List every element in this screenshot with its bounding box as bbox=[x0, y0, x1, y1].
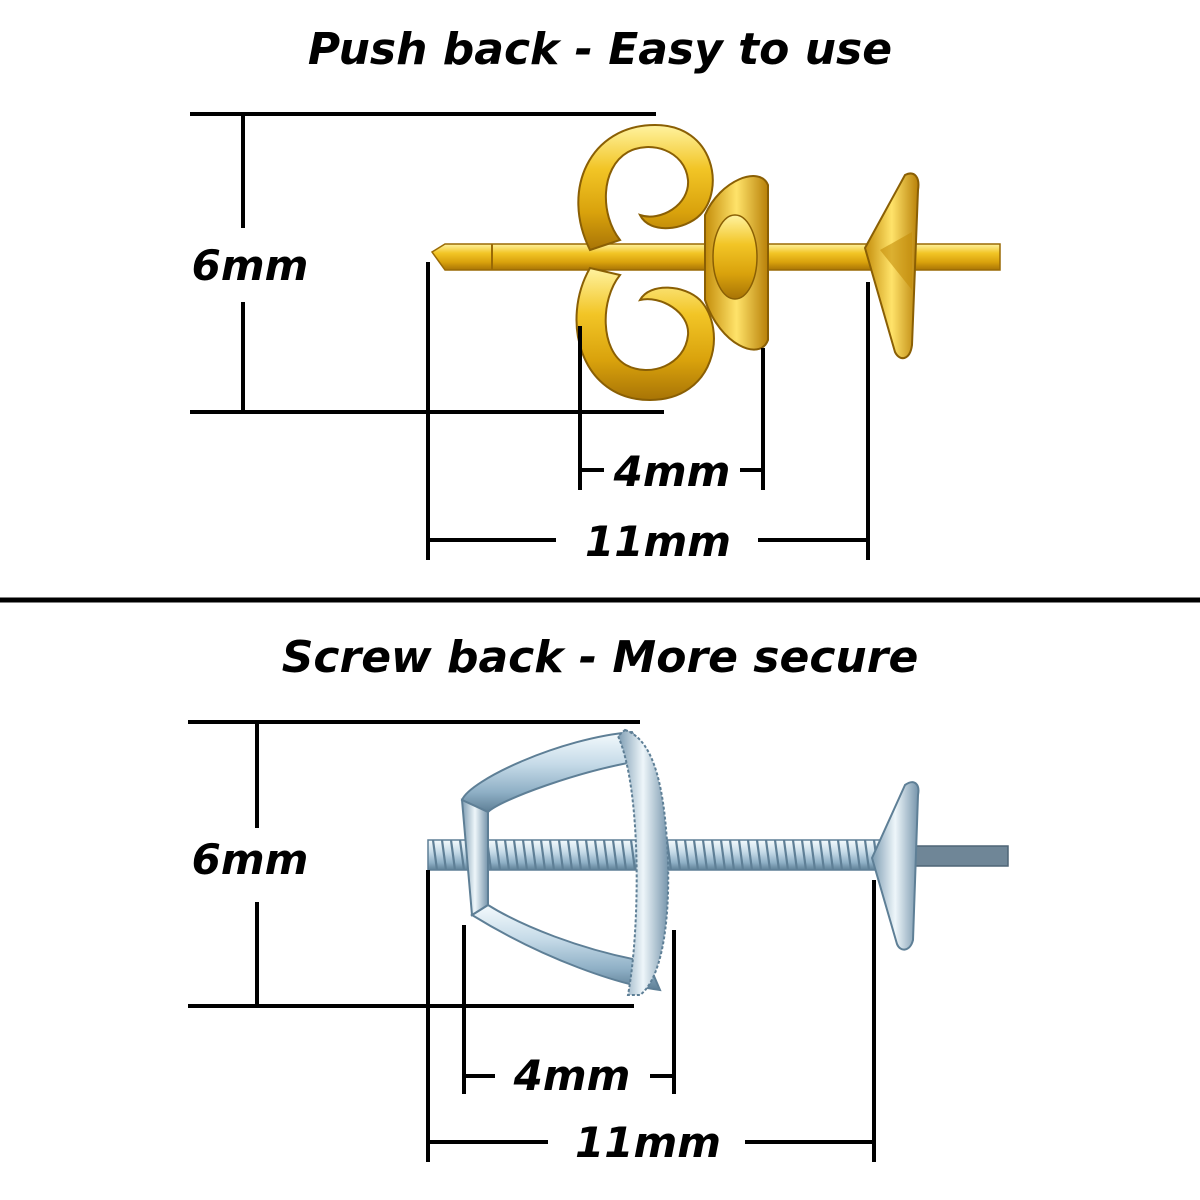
push-back-length-dimension: 11mm bbox=[426, 262, 870, 566]
push-back-width-dimension: 4mm bbox=[578, 326, 765, 496]
screw-back-section: Screw back - More secure 6mm bbox=[188, 632, 1009, 1167]
gold-push-back-earring-image bbox=[430, 123, 1001, 402]
push-back-title: Push back - Easy to use bbox=[308, 24, 892, 75]
push-back-section: Push back - Easy to use 6mm bbox=[190, 24, 1001, 566]
screw-back-title: Screw back - More secure bbox=[282, 632, 919, 683]
screw-back-width-label: 4mm bbox=[513, 1051, 631, 1100]
screw-back-height-dimension: 6mm bbox=[188, 720, 640, 1008]
push-back-length-label: 11mm bbox=[585, 517, 731, 566]
silver-screw-back-earring-image bbox=[427, 728, 1009, 996]
screw-back-width-dimension: 4mm bbox=[462, 925, 676, 1100]
screw-back-height-label: 6mm bbox=[192, 835, 309, 884]
screw-back-length-label: 11mm bbox=[575, 1118, 721, 1167]
screw-back-length-dimension: 11mm bbox=[426, 870, 876, 1167]
push-back-height-label: 6mm bbox=[192, 241, 309, 290]
push-back-width-label: 4mm bbox=[613, 447, 731, 496]
